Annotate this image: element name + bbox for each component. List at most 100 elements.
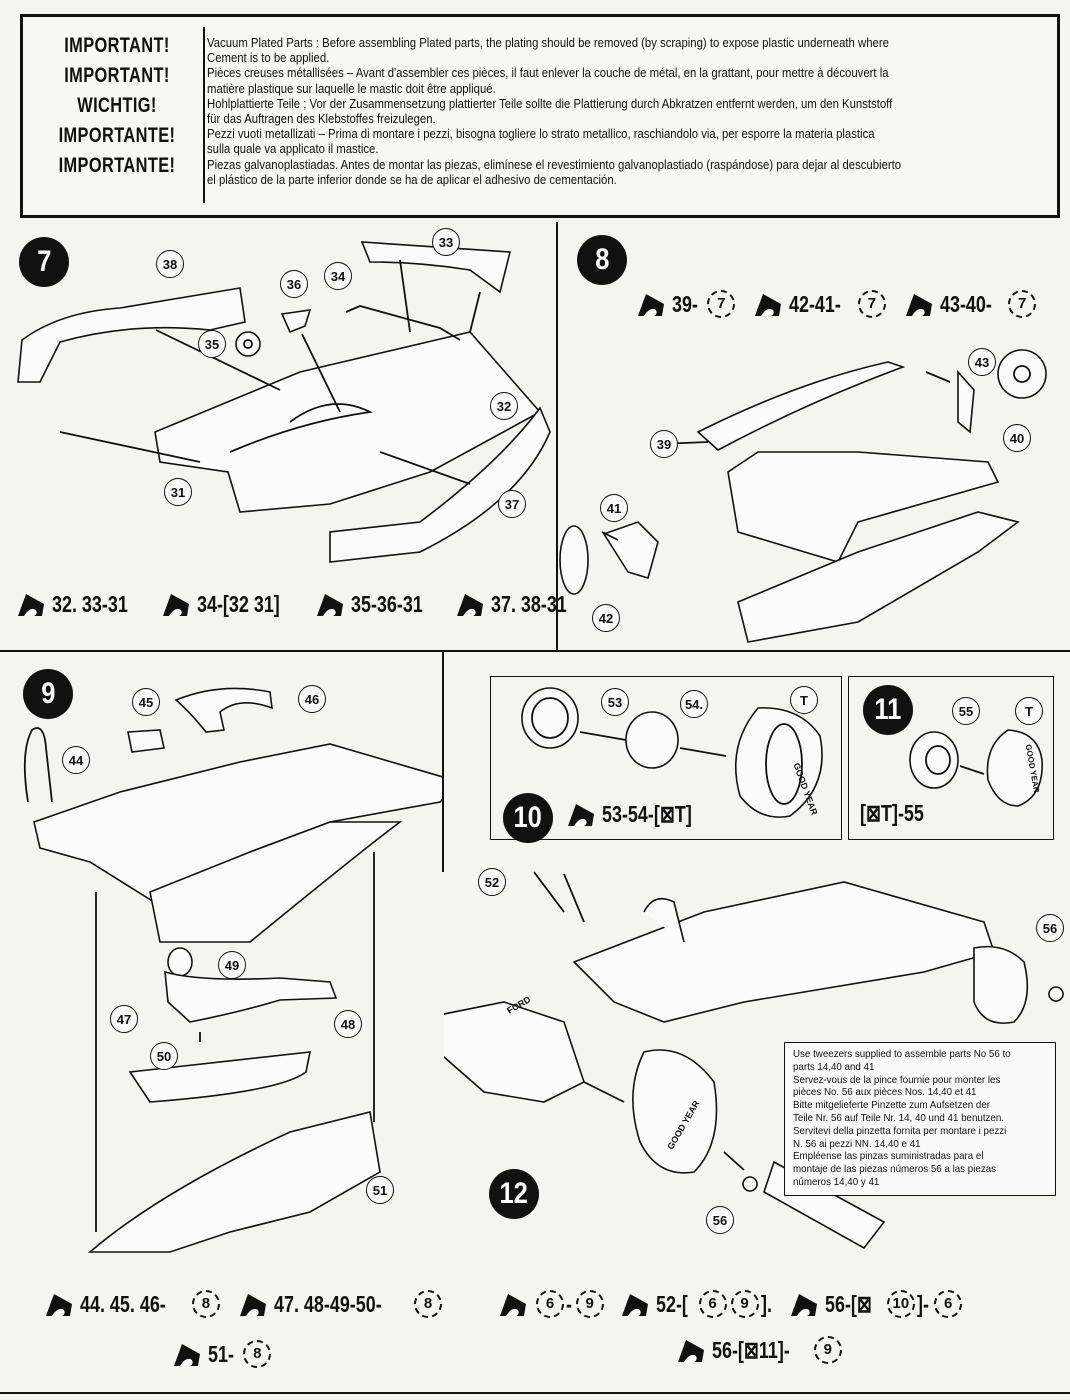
part-45 [127,729,165,753]
assembly-arrow [959,765,985,775]
tweezer-note: Use tweezers supplied to assemble parts … [784,1042,1056,1196]
chassis-body [727,451,1000,563]
part-44-rollbar [23,727,53,803]
part-52-rod [563,873,585,923]
step-9-diagram [23,687,442,1253]
step-ref-ring: 9 [813,1336,842,1364]
step-ref-ring: 9 [730,1290,759,1318]
cement-tube-icon [163,594,190,616]
instruction-line: el plástico de la parte inferior donde s… [207,171,617,187]
step-9-sequence-c: 51-8 [172,1340,273,1368]
important-word: IMPORTANTE! [58,154,176,177]
instruction-line: Cement is to be applied. [207,50,330,66]
part-callout-40: 40 [1003,424,1031,452]
step-7-diagram [17,241,551,563]
step-ref-ring: 7 [857,290,886,318]
part-callout-45: 45 [132,688,160,716]
instruction-line: für das Auftragen des Klebstoffes freizu… [207,111,436,127]
part-callout-49: 49 [218,951,246,979]
sequence-item: 51-8 [172,1340,273,1368]
cement-tube-icon [457,594,484,616]
sequence-item: 32. 33-31 [16,590,149,618]
assembly-arrow [301,333,341,413]
part-51-undertray [87,1111,381,1253]
assembly-arrow [379,451,471,485]
cement-tube-icon [568,804,594,826]
part-callout-32: 32 [490,392,518,420]
note-line: Servez-vous de la pince fournie pour mon… [793,1073,1001,1086]
cement-tube-icon [905,294,932,316]
part-31-floor [154,331,542,513]
instruction-line: Pezzi vuoti metallizati – Prima di monta… [207,126,875,142]
important-word: IMPORTANT! [64,64,170,87]
part-39-wing [696,361,906,451]
part-callout-tire: T [790,686,818,714]
part-42-disc [559,525,589,595]
part-callout-51: 51 [366,1176,394,1204]
instruction-line: Piezas galvanoplastiadas. Antes de monta… [207,156,902,172]
plating-instructions: Vacuum Plated Parts : Before assembling … [207,35,1055,187]
assembly-arrow [679,747,727,757]
assembly-arrow [579,731,627,741]
part-callout-56: 56 [1036,914,1064,942]
part-callout-56: 56 [706,1206,734,1234]
step-ref-ring: 10 [886,1290,915,1318]
step-11-sequence: [⊠T]-55 [860,800,924,826]
note-line: Empléense las pinzas suministradas para … [793,1150,984,1163]
step-11-diagram [909,729,1043,807]
part-callout-tire: T [1015,697,1043,725]
part-35-hub [243,339,253,349]
panel-divider [556,222,558,650]
cement-tube-icon [755,294,782,316]
step-12-sequence-d: 56-[⊠11]-9 [676,1336,844,1364]
chassis-floor [737,511,1020,643]
sequence-item: 44. 45. 46-8 [44,1290,222,1318]
part-callout-41: 41 [600,494,628,522]
step-7-sequence: 32. 33-31 34-[32 31] 35-36-31 37. 38-31 [16,590,567,618]
sequence-item: 47. 48-49-50-8 [238,1290,444,1318]
panel-divider [0,650,1070,652]
step-ref-ring: 7 [707,290,736,318]
step-ref-ring: 8 [191,1290,220,1318]
step-ref-ring: 6 [536,1290,564,1318]
assembly-arrow [601,531,619,541]
assembly-arrow [59,431,201,463]
step-ref-ring: 9 [575,1290,604,1318]
page-bottom-rule [0,1392,1070,1394]
cement-tube-icon [621,1294,648,1316]
part-callout-46: 46 [298,685,326,713]
part-callout-52: 52 [478,868,506,896]
part-43-hub [1013,365,1031,383]
note-line: Use tweezers supplied to assemble parts … [793,1048,1011,1060]
note-line: montaje de las piezas números 56 a las p… [793,1163,997,1176]
step-10-sequence: 53-54-[⊠T] [566,800,717,828]
sequence-item: 42-41-7 [753,290,887,318]
instruction-line: sulla quale va applicato il mastice. [207,141,379,157]
tire-t [986,729,1043,807]
assembly-arrow [155,329,281,391]
engine-block [444,1001,585,1103]
part-53-inner [531,697,569,739]
step-ref-ring: 7 [1008,290,1037,318]
step-ref-ring: 8 [414,1290,443,1318]
part-56-nut [1048,986,1064,1002]
part-callout-47: 47 [110,1005,138,1033]
cement-tube-icon [638,294,664,316]
part-callout-44: 44 [62,746,90,774]
chassis-side [149,821,403,943]
step-10-diagram [521,687,823,818]
step-number-7: 7 [22,240,66,284]
important-word: WICHTIG! [77,94,157,117]
part-callout-55: 55 [952,697,980,725]
part-41-upright [602,521,659,580]
step-number-8: 8 [580,238,624,282]
part-37-sidepod [329,406,551,563]
assembly-arrow [723,1151,745,1171]
important-notice-box: IMPORTANT! IMPORTANT! WICHTIG! IMPORTANT… [20,14,1060,218]
important-word: IMPORTANT! [64,34,170,57]
part-36 [280,309,312,334]
important-heading-column: IMPORTANT! IMPORTANT! WICHTIG! IMPORTANT… [37,31,197,181]
part-49-driver [164,970,338,1023]
assembly-arrow [583,1081,625,1103]
